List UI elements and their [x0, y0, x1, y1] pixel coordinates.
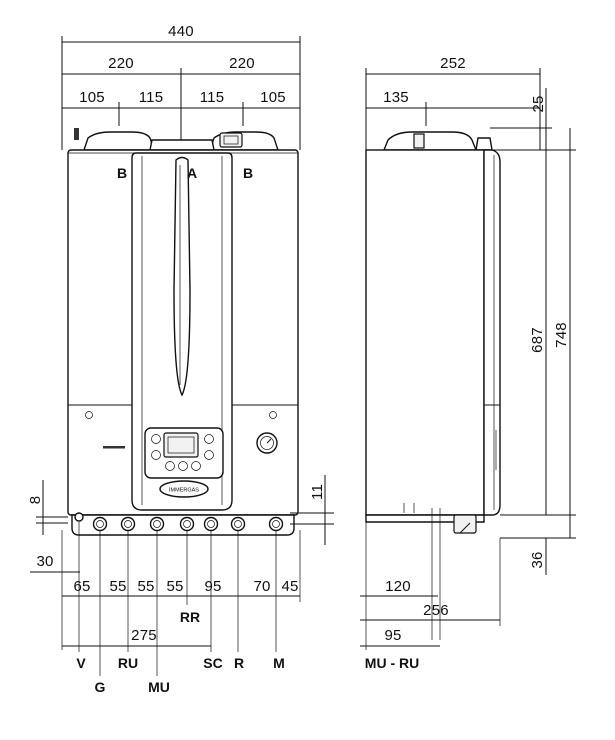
dim-55b: 55 — [137, 578, 154, 595]
dim-687: 687 — [529, 327, 546, 353]
button-icon — [178, 461, 188, 471]
dim-8: 8 — [27, 496, 44, 505]
dim-135: 135 — [383, 89, 409, 106]
dim-95: 95 — [204, 578, 221, 595]
flue-connector-icon — [219, 132, 243, 148]
label-ru: RU — [118, 655, 138, 671]
screw-icon — [269, 411, 277, 419]
label-mu-ru: MU - RU — [365, 655, 419, 671]
front-bottom-dimensions: 65 55 55 55 95 70 45 275 RR V RU SC R M … — [61, 522, 301, 695]
button-icon — [204, 434, 214, 444]
front-top-dimensions: 440 220 220 105 115 115 105 — [61, 23, 301, 150]
dim-65: 65 — [73, 578, 90, 595]
dim-252: 252 — [440, 55, 466, 72]
dim-25: 25 — [530, 95, 547, 112]
dim-275: 275 — [131, 627, 157, 644]
display-screen — [163, 432, 199, 458]
logo-mark-icon — [103, 446, 125, 449]
label-v: V — [76, 655, 86, 671]
side-fitting-icon — [453, 514, 477, 534]
label-b-right: B — [243, 165, 253, 181]
button-icon — [204, 450, 214, 460]
dim-55c: 55 — [166, 578, 183, 595]
dim-105-right: 105 — [260, 89, 286, 106]
dim-748: 748 — [553, 322, 570, 348]
button-icon — [191, 461, 201, 471]
dim-30: 30 — [36, 553, 53, 570]
dim-55a: 55 — [109, 578, 126, 595]
label-m: M — [273, 655, 285, 671]
dim-36: 36 — [529, 551, 546, 568]
label-b-left: B — [117, 165, 127, 181]
side-view: 252 135 25 687 748 36 — [360, 55, 576, 671]
dim-120: 120 — [385, 578, 411, 595]
front-left-dimensions: 8 30 11 — [27, 475, 334, 573]
dim-105-left: 105 — [79, 89, 105, 106]
dim-115-left: 115 — [139, 89, 164, 106]
label-g: G — [95, 679, 106, 695]
label-mu: MU — [148, 679, 170, 695]
dim-overall-width: 440 — [168, 23, 194, 40]
dim-95-side: 95 — [384, 627, 401, 644]
front-view: B A B IMMERGAS — [67, 128, 299, 536]
label-a: A — [187, 165, 197, 181]
dim-256: 256 — [423, 602, 449, 619]
small-fitting-icon — [74, 128, 79, 140]
dim-70: 70 — [253, 578, 270, 595]
dim-45: 45 — [281, 578, 298, 595]
label-sc: SC — [203, 655, 222, 671]
label-r: R — [234, 655, 244, 671]
dim-half-right: 220 — [229, 55, 255, 72]
button-icon — [151, 434, 161, 444]
button-icon — [151, 450, 161, 460]
screw-icon — [85, 411, 93, 419]
brand-text: IMMERGAS — [169, 488, 199, 494]
dim-11: 11 — [309, 484, 326, 500]
dim-115-right: 115 — [200, 89, 225, 106]
label-rr: RR — [180, 609, 200, 625]
brand-badge — [159, 480, 209, 498]
dim-half-left: 220 — [108, 55, 134, 72]
button-icon — [165, 461, 175, 471]
